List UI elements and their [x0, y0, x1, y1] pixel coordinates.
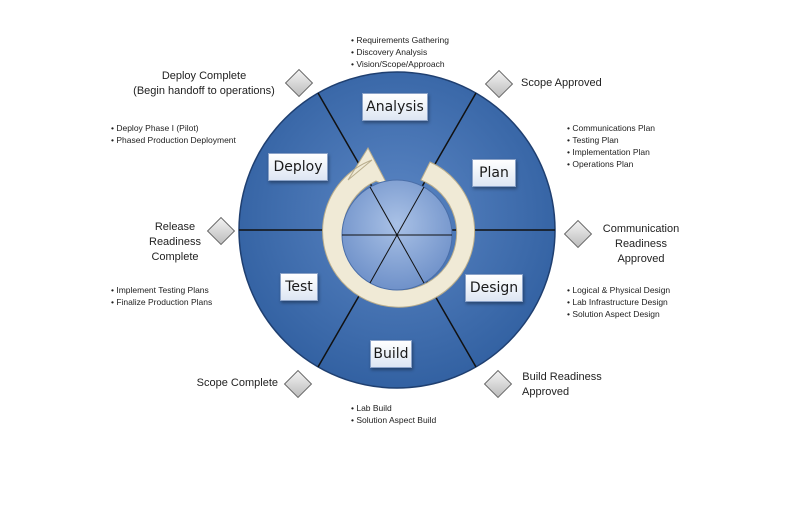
build-tasks: Lab Build Solution Aspect Build	[351, 402, 436, 426]
milestone-build-readiness: Build Readiness Approved	[522, 371, 602, 398]
list-item: Requirements Gathering	[351, 34, 449, 46]
list-item: Lab Build	[351, 402, 436, 414]
list-item: Deploy Phase I (Pilot)	[111, 122, 236, 134]
list-item: Lab Infrastructure Design	[567, 296, 670, 308]
list-item: Solution Aspect Build	[351, 414, 436, 426]
list-item: Finalize Production Plans	[111, 296, 212, 308]
list-item: Communications Plan	[567, 122, 655, 134]
phase-design: Design	[465, 274, 523, 302]
list-item: Implement Testing Plans	[111, 284, 212, 296]
milestone-scope-approved: Scope Approved	[521, 77, 602, 89]
phase-build: Build	[370, 340, 412, 368]
analysis-tasks: Requirements Gathering Discovery Analysi…	[351, 34, 449, 70]
milestone-release-readiness: Release Readiness Complete	[149, 221, 201, 263]
list-item: Logical & Physical Design	[567, 284, 670, 296]
phase-analysis: Analysis	[362, 93, 428, 121]
design-tasks: Logical & Physical Design Lab Infrastruc…	[567, 284, 670, 320]
list-item: Operations Plan	[567, 158, 655, 170]
list-item: Discovery Analysis	[351, 46, 449, 58]
milestone-communication-readiness: Communication Readiness Approved	[602, 223, 680, 265]
milestone-scope-complete: Scope Complete	[196, 377, 278, 389]
phase-plan: Plan	[472, 159, 516, 187]
list-item: Phased Production Deployment	[111, 134, 236, 146]
plan-tasks: Communications Plan Testing Plan Impleme…	[567, 122, 655, 170]
deploy-tasks: Deploy Phase I (Pilot) Phased Production…	[111, 122, 236, 146]
list-item: Testing Plan	[567, 134, 655, 146]
inner-divider	[369, 186, 425, 284]
list-item: Solution Aspect Design	[567, 308, 670, 320]
list-item: Implementation Plan	[567, 146, 655, 158]
list-item: Vision/Scope/Approach	[351, 58, 449, 70]
phase-deploy: Deploy	[268, 153, 328, 181]
milestone-deploy-complete: Deploy Complete (Begin handoff to operat…	[133, 70, 275, 97]
phase-test: Test	[280, 273, 318, 301]
test-tasks: Implement Testing Plans Finalize Product…	[111, 284, 212, 308]
